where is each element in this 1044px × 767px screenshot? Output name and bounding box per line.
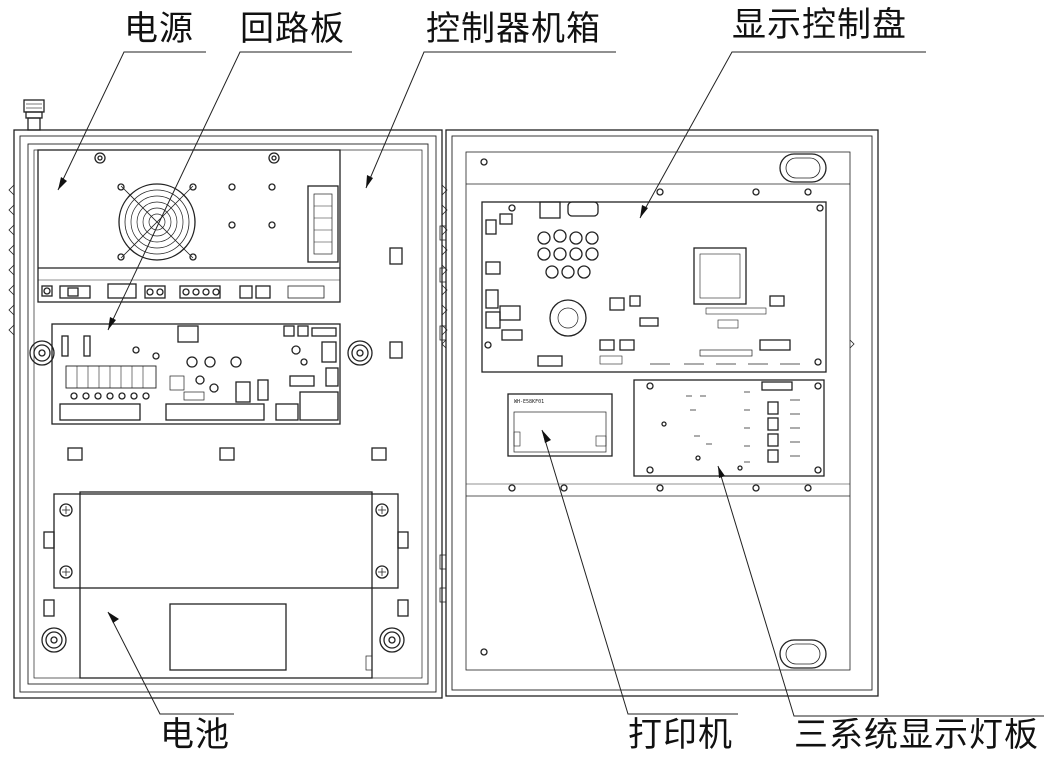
label-power: 电源	[124, 9, 194, 49]
label-loop-board: 回路板	[240, 9, 345, 49]
terminal-block	[307, 185, 339, 263]
arrowheads	[58, 175, 725, 623]
printer-model-label: WH-E58KF01	[514, 399, 545, 405]
printer	[507, 393, 613, 457]
power-supply	[37, 149, 341, 303]
hinge-left	[8, 184, 15, 336]
cable-gland	[23, 99, 45, 131]
door-right	[441, 129, 879, 697]
loop-board	[51, 323, 341, 425]
fan-icon	[117, 183, 197, 261]
battery	[43, 491, 409, 679]
label-printer: 打印机	[628, 715, 733, 755]
mounting-boss	[29, 340, 405, 653]
label-three-system-board: 三系统显示灯板	[794, 718, 1039, 752]
controller-cabinet-left	[8, 99, 448, 699]
door-lock	[779, 153, 827, 669]
leader-lines	[57, 51, 1044, 717]
label-controller-box: 控制器机箱	[426, 9, 601, 49]
label-display-panel: 显示控制盘	[732, 5, 907, 45]
hinge-right	[439, 184, 448, 603]
screw-icon	[59, 503, 389, 579]
display-control-board	[481, 201, 827, 373]
label-battery: 电池	[160, 715, 230, 755]
three-system-light-board	[633, 379, 825, 477]
